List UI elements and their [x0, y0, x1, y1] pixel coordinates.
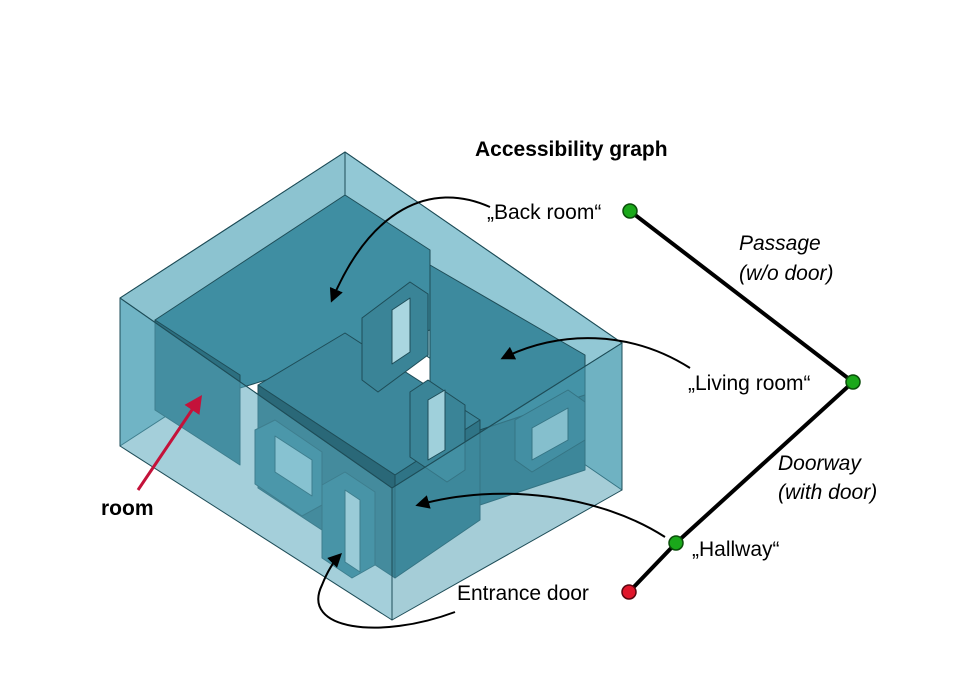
room-arrow — [136, 395, 203, 491]
entrance-edge — [627, 541, 678, 594]
building-model — [119, 151, 623, 621]
living-room-label: „Living room“ — [688, 372, 811, 395]
living-room-node — [845, 374, 861, 390]
back-room-label: „Back room“ — [487, 201, 601, 224]
back-room-node — [622, 203, 638, 219]
back-room-arrow — [329, 196, 491, 303]
entrance-door-label: Entrance door — [457, 582, 589, 605]
doorway-edge-label-line2: (with door) — [778, 481, 877, 504]
room-label: room — [101, 497, 154, 520]
accessibility-graph — [621, 203, 861, 600]
graph-title: Accessibility graph — [475, 138, 668, 161]
inner-door-opening — [427, 389, 446, 461]
passage-opening — [391, 297, 411, 365]
entrance-door-node — [621, 584, 637, 600]
outer-shell-top-edges — [119, 151, 623, 489]
passage-edge-label-line2: (w/o door) — [739, 262, 834, 285]
passage-edge-label-line1: Passage — [739, 232, 821, 255]
hallway-arrow — [415, 492, 666, 538]
hallway-label: „Hallway“ — [692, 538, 780, 561]
entrance-door-arrow — [317, 553, 456, 629]
hallway-node — [668, 535, 684, 551]
doorway-edge — [674, 380, 855, 545]
pointer-arrows — [136, 196, 691, 629]
passage-edge — [628, 209, 855, 384]
doorway-edge-label-line1: Doorway — [778, 452, 862, 475]
living-room-arrow — [500, 337, 691, 369]
